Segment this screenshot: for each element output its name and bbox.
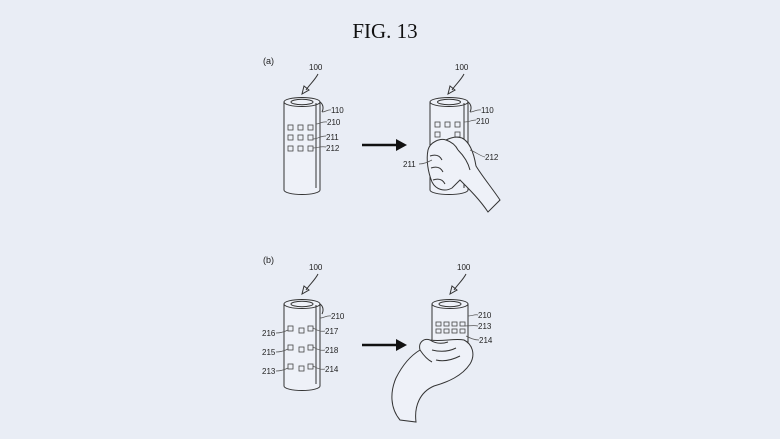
panel-b-label: (b): [263, 255, 274, 265]
figure-title: FIG. 13: [352, 19, 417, 43]
ref-218-b-left: 218: [325, 346, 339, 355]
ref-214-b-right: 214: [479, 336, 493, 345]
app-icons-b-left: [287, 325, 314, 372]
transition-arrow-b: [362, 339, 407, 351]
ref-210-b-left: 210: [331, 312, 345, 321]
ref-213-b-left: 213: [262, 367, 276, 376]
app-icons-b-right: [435, 321, 466, 334]
ref-100-b-right: 100: [457, 263, 471, 272]
ref-210-a-right: 210: [476, 117, 490, 126]
hand-b-right: [391, 338, 474, 423]
ref-214-b-left: 214: [325, 365, 339, 374]
ref-211-a-right: 211: [403, 160, 416, 169]
transition-arrow-a: [362, 139, 407, 151]
ref-100-a-left: 100: [309, 63, 323, 72]
ref-212-a-left: 212: [326, 144, 340, 153]
ref-100-a-right: 100: [455, 63, 469, 72]
ref-210-b-right: 210: [478, 311, 492, 320]
ref-110-a-left: 110: [331, 106, 344, 115]
ref-110-a-right: 110: [481, 106, 494, 115]
panel-b-left-device: [283, 299, 324, 391]
app-icons-a-left: [287, 124, 314, 152]
ref-210-a-left: 210: [327, 118, 341, 127]
panel-a-label: (a): [263, 56, 274, 66]
ref-212-a-right: 212: [485, 153, 499, 162]
ref-215-b-left: 215: [262, 348, 276, 357]
ref-100-b-left: 100: [309, 263, 323, 272]
ref-213-b-right: 213: [478, 322, 492, 331]
ref-217-b-left: 217: [325, 327, 339, 336]
hand-a-right: [426, 136, 501, 213]
ref-216-b-left: 216: [262, 329, 276, 338]
ref-211-a-left: 211: [326, 133, 339, 142]
panel-a-left-device: [283, 97, 324, 195]
